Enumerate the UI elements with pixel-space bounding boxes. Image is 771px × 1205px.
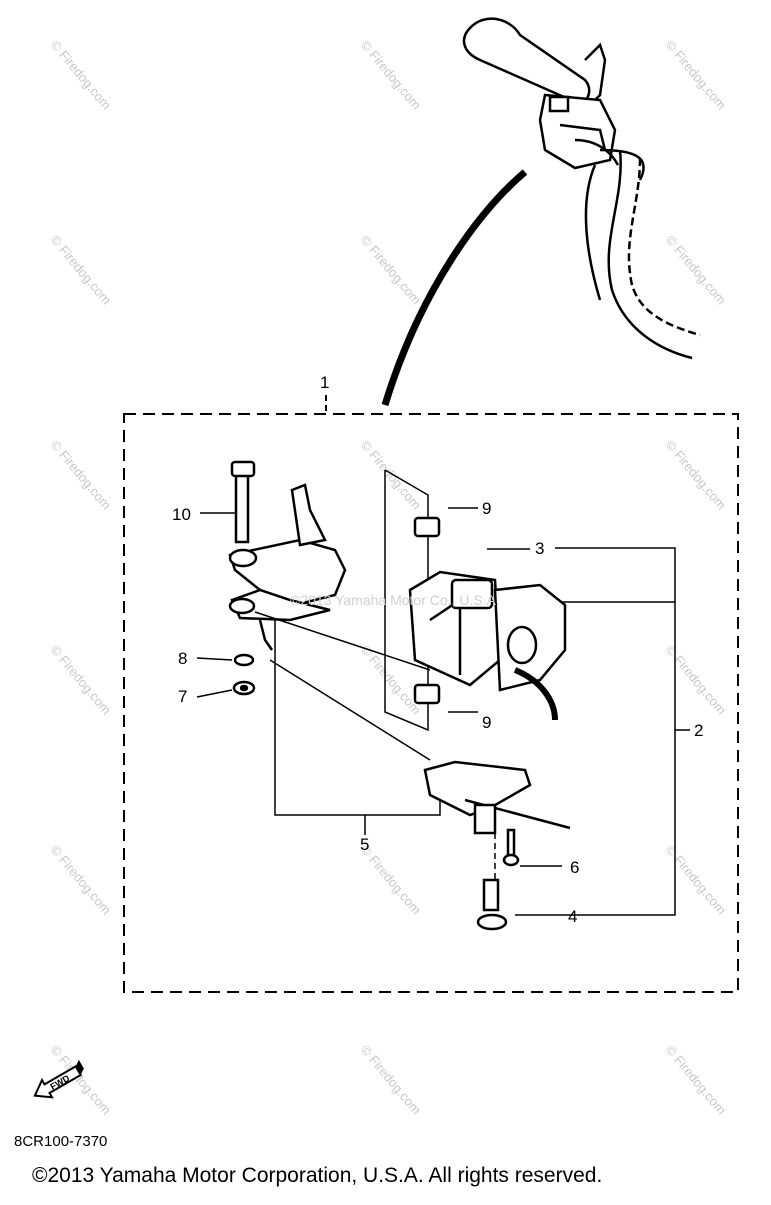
watermark-text: © Firedog.com bbox=[358, 37, 424, 112]
callout-10: 10 bbox=[172, 505, 191, 524]
handlebar-illustration bbox=[462, 17, 701, 360]
watermark-text: © Firedog.com bbox=[663, 642, 729, 717]
callout-8: 8 bbox=[178, 649, 187, 668]
leader-lines bbox=[196, 507, 690, 916]
callout-6: 6 bbox=[570, 858, 579, 877]
copyright-notice: ©2013 Yamaha Motor Corporation, U.S.A. A… bbox=[32, 1164, 603, 1187]
faint-overlay-text: ©2013 Yamaha Motor Co., U.S.A. bbox=[290, 592, 500, 608]
callout-labels: 1 2 3 4 5 6 7 8 9 9 10 bbox=[172, 373, 703, 926]
watermark-text: © Firedog.com bbox=[358, 232, 424, 307]
watermark-text: © Firedog.com bbox=[48, 437, 114, 512]
callout-3: 3 bbox=[535, 539, 544, 558]
watermark-text: © Firedog.com bbox=[48, 232, 114, 307]
callout-7: 7 bbox=[178, 687, 187, 706]
watermark-text: © Firedog.com bbox=[358, 437, 424, 512]
callout-2: 2 bbox=[694, 721, 703, 740]
assembly-boundary bbox=[123, 413, 739, 993]
throttle-assembly-illustration bbox=[228, 460, 571, 931]
callout-1: 1 bbox=[320, 373, 329, 392]
throttle-cable bbox=[381, 169, 528, 407]
diagram-code: 8CR100-7370 bbox=[14, 1133, 108, 1150]
watermark-text: © Firedog.com bbox=[358, 1042, 424, 1117]
callout-4: 4 bbox=[568, 907, 577, 926]
watermark-text: © Firedog.com bbox=[48, 842, 114, 917]
watermark-text: © Firedog.com bbox=[663, 37, 729, 112]
watermark-layer: © Firedog.com © Firedog.com © Firedog.com ©… bbox=[48, 37, 729, 1117]
watermark-text: © Firedog.com bbox=[48, 642, 114, 717]
watermark-text: © Firedog.com bbox=[663, 232, 729, 307]
watermark-text: © Firedog.com bbox=[663, 1042, 729, 1117]
callout-5: 5 bbox=[360, 835, 369, 854]
watermark-text: © Firedog.com bbox=[663, 842, 729, 917]
watermark-text: © Firedog.com bbox=[663, 437, 729, 512]
callout-9-bottom: 9 bbox=[482, 713, 491, 732]
callout-9-top: 9 bbox=[482, 499, 491, 518]
watermark-text: © Firedog.com bbox=[48, 37, 114, 112]
